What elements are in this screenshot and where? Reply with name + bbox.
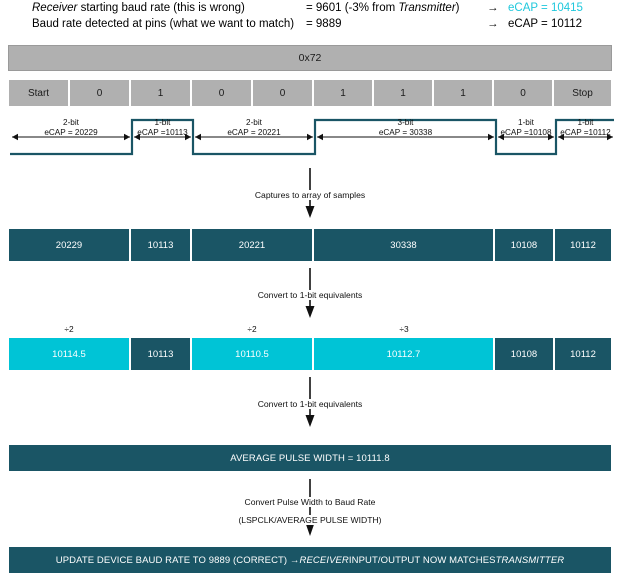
flow-arrow-convert-2: Convert to 1-bit equivalents	[0, 377, 620, 427]
pulse-measure-arrowhead	[134, 133, 140, 141]
flow-arrow-captures: Captures to array of samples	[0, 168, 620, 218]
data-cell: 10113	[130, 228, 191, 262]
data-cell: 20229	[8, 228, 130, 262]
waveform-svg	[10, 118, 614, 156]
divisor-label: ÷3	[399, 324, 409, 334]
bit-cell: Start	[8, 79, 69, 107]
flow-label-line1: Convert Pulse Width to Baud Rate	[240, 497, 380, 507]
header-ecap-value: eCAP = 10112	[508, 18, 583, 30]
flow-label-line2: (LSPCLK/AVERAGE PULSE WIDTH)	[234, 515, 386, 525]
flow-label: Convert to 1-bit equivalents	[253, 399, 367, 409]
result-pre: UPDATE DEVICE BAUD RATE TO 9889 (CORRECT…	[55, 554, 300, 566]
data-cell: 10112	[554, 228, 612, 262]
bit-cell: 1	[130, 79, 191, 107]
header-value-pre: = 9601 (-3% from	[306, 2, 399, 14]
pulse-measure-arrowhead	[307, 133, 313, 141]
divisor-label: ÷2	[64, 324, 74, 334]
bit-cell: 1	[313, 79, 373, 107]
pulse-measure-arrowhead	[317, 133, 323, 141]
pulse-measure-arrowhead	[12, 133, 18, 141]
arrow-right-icon: →	[487, 18, 499, 30]
result-emphasis-transmitter: TRANSMITTER	[495, 554, 565, 566]
result-emphasis-receiver: RECEIVER	[299, 554, 349, 566]
header-description-emphasis: Receiver	[32, 2, 78, 14]
arrow-right-icon: →	[487, 2, 499, 14]
flow-arrow-convert-1: Convert to 1-bit equivalents	[0, 268, 620, 318]
data-cell: 30338	[313, 228, 494, 262]
pulse-measure-arrowhead	[195, 133, 201, 141]
header-value: = 9601 (-3% from Transmitter)	[306, 2, 460, 14]
data-cell: 10108	[494, 228, 554, 262]
divisor-label-row: ÷2 ÷2 ÷3	[8, 324, 612, 336]
data-cell: 10108	[494, 337, 554, 371]
data-cell: 10113	[130, 337, 191, 371]
down-arrow-icon	[305, 168, 315, 218]
flow-label: Captures to array of samples	[250, 190, 370, 200]
header-row-receiver: Receiver starting baud rate (this is wro…	[0, 2, 620, 18]
data-cell: 10112	[554, 337, 612, 371]
pulse-measure-arrowhead	[548, 133, 554, 141]
pulse-measure-arrows	[12, 133, 613, 141]
header-description: Receiver starting baud rate (this is wro…	[32, 2, 245, 14]
header-value-emphasis: Transmitter	[398, 2, 456, 14]
result-bar: UPDATE DEVICE BAUD RATE TO 9889 (CORRECT…	[8, 546, 612, 574]
header-value: = 9889	[306, 18, 342, 30]
signal-trace	[10, 118, 614, 156]
header-value-post: )	[455, 2, 460, 14]
bit-cell: 0	[191, 79, 252, 107]
pulse-measure-arrowhead	[124, 133, 130, 141]
bit-cell: 1	[433, 79, 493, 107]
bit-cell: 0	[69, 79, 130, 107]
bit-cell: 0	[252, 79, 313, 107]
flow-label: Convert to 1-bit equivalents	[253, 290, 367, 300]
pulse-measure-arrowhead	[607, 133, 613, 141]
data-cell: 10112.7	[313, 337, 494, 371]
pulse-measure-arrowhead	[498, 133, 504, 141]
down-arrow-icon	[305, 377, 315, 427]
pulse-measure-arrowhead	[558, 133, 564, 141]
header-description-text: starting baud rate (this is wrong)	[77, 2, 245, 14]
pulse-measure-arrowhead	[488, 133, 494, 141]
bit-cell: 0	[493, 79, 553, 107]
header-description: Baud rate detected at pins (what we want…	[32, 18, 295, 30]
data-cell: 20221	[191, 228, 313, 262]
data-cell: 10114.5	[8, 337, 130, 371]
header-ecap-value: eCAP = 10415	[508, 2, 583, 14]
down-arrow-icon	[305, 479, 315, 536]
down-arrow-icon	[305, 268, 315, 318]
byte-value-bar: 0x72	[8, 45, 612, 71]
bit-cell: Stop	[553, 79, 612, 107]
pulse-measure-arrowhead	[185, 133, 191, 141]
header-legend: Receiver starting baud rate (this is wro…	[0, 0, 620, 36]
flow-arrow-convert-baud: Convert Pulse Width to Baud Rate (LSPCLK…	[0, 479, 620, 536]
header-row-detected: Baud rate detected at pins (what we want…	[0, 18, 620, 34]
result-mid: INPUT/OUTPUT NOW MATCHES	[348, 554, 496, 566]
bit-cell: 1	[373, 79, 433, 107]
divisor-label: ÷2	[247, 324, 257, 334]
average-pulse-width-bar: AVERAGE PULSE WIDTH = 10111.8	[8, 444, 612, 472]
data-cell: 10110.5	[191, 337, 313, 371]
